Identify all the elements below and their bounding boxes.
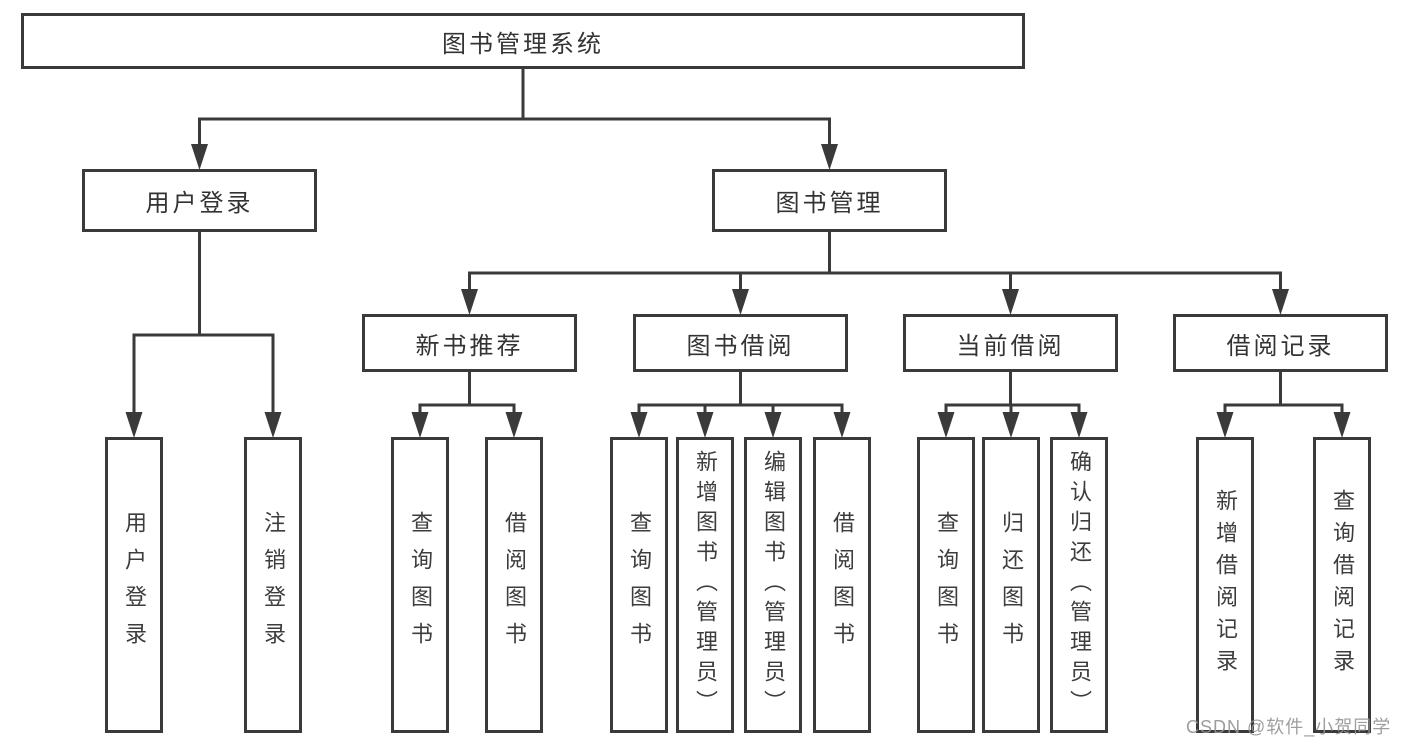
node-label: 图书借阅	[686, 332, 795, 360]
node-label: 用户登录	[145, 190, 254, 217]
leaf-label: 编辑图书（管理员）	[761, 450, 786, 720]
leaf-query-borrow-record: 查询借阅记录	[1313, 437, 1371, 733]
leaf-query-books: 查询图书	[917, 437, 975, 733]
node-library-management-system: 图书管理系统	[21, 13, 1025, 69]
leaf-label: 新增借阅记录	[1213, 489, 1238, 681]
leaf-logout: 注销登录	[244, 437, 302, 733]
leaf-label: 确认归还（管理员）	[1067, 450, 1092, 720]
leaf-label: 查询图书	[408, 511, 433, 659]
node-book-borrowing: 图书借阅	[633, 314, 848, 372]
leaf-label: 新增图书（管理员）	[693, 450, 718, 720]
node-book-management: 图书管理	[712, 169, 947, 232]
leaf-label: 用户登录	[122, 511, 147, 659]
leaf-label: 借阅图书	[502, 511, 527, 659]
node-current-borrowing: 当前借阅	[903, 314, 1118, 372]
node-label: 当前借阅	[956, 332, 1065, 360]
leaf-user-login: 用户登录	[105, 437, 163, 733]
leaf-query-books: 查询图书	[391, 437, 449, 733]
node-label: 图书管理	[775, 190, 884, 217]
node-borrow-records: 借阅记录	[1173, 314, 1388, 372]
leaf-add-borrow-record: 新增借阅记录	[1196, 437, 1254, 733]
leaf-borrow-books: 借阅图书	[485, 437, 543, 733]
node-label: 借阅记录	[1226, 332, 1335, 360]
leaf-borrow-books: 借阅图书	[813, 437, 871, 733]
leaf-add-book-admin: 新增图书（管理员）	[676, 437, 734, 733]
leaf-label: 查询图书	[934, 511, 959, 659]
node-label: 图书管理系统	[442, 30, 604, 58]
leaf-label: 查询图书	[627, 511, 652, 659]
leaf-label: 归还图书	[999, 511, 1024, 659]
leaf-edit-book-admin: 编辑图书（管理员）	[744, 437, 802, 733]
leaf-confirm-return-admin: 确认归还（管理员）	[1050, 437, 1108, 733]
csdn-watermark: CSDN @软件_小贺同学	[1186, 717, 1392, 737]
leaf-label: 查询借阅记录	[1330, 489, 1355, 681]
leaf-label: 注销登录	[261, 511, 286, 659]
leaf-return-book: 归还图书	[982, 437, 1040, 733]
leaf-label: 借阅图书	[830, 511, 855, 659]
node-user-login: 用户登录	[82, 169, 317, 232]
leaf-query-books: 查询图书	[610, 437, 668, 733]
node-new-book-recommendation: 新书推荐	[362, 314, 577, 372]
node-label: 新书推荐	[415, 332, 524, 360]
